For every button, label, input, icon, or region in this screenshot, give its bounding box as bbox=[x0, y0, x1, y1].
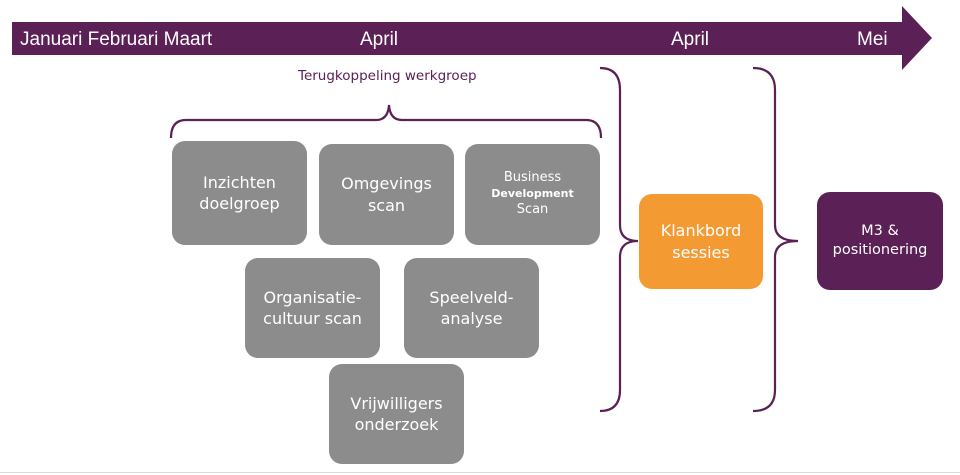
box-line: analyse bbox=[440, 309, 503, 328]
box-speelveldanalyse: Speelveld- analyse bbox=[404, 258, 539, 358]
box-line: Development bbox=[491, 187, 574, 201]
timeline-april-label: April bbox=[360, 29, 399, 50]
timeline-mei-label: Mei bbox=[857, 29, 888, 50]
bottom-divider bbox=[0, 472, 960, 473]
april-bracket bbox=[599, 66, 639, 413]
box-line: Inzichten bbox=[203, 172, 276, 192]
box-line: scan bbox=[367, 195, 406, 215]
box-line: cultuur scan bbox=[263, 309, 362, 328]
box-line: Omgevings bbox=[341, 174, 432, 194]
feedback-brace bbox=[169, 104, 603, 139]
timeline-months-label: Januari Februari Maart bbox=[20, 29, 213, 50]
box-business-development-scan: Business Development Scan bbox=[465, 144, 600, 245]
timeline-april-label-2: April bbox=[671, 29, 710, 50]
box-organisatiecultuur-scan: Organisatie- cultuur scan bbox=[245, 258, 380, 358]
box-line: doelgroep bbox=[199, 194, 280, 213]
box-line: onderzoek bbox=[354, 415, 439, 434]
mei-bracket bbox=[752, 66, 799, 413]
box-line: M3 & bbox=[861, 222, 899, 239]
box-line: sessies bbox=[672, 242, 730, 262]
box-line: Organisatie- bbox=[263, 287, 362, 307]
box-line: Klankbord bbox=[660, 221, 742, 241]
box-line: Vrijwilligers bbox=[350, 393, 443, 413]
timeline-arrow bbox=[12, 6, 932, 70]
box-klankbord-sessies: Klankbord sessies bbox=[639, 194, 763, 289]
box-inzichten-doelgroep: Inzichten doelgroep bbox=[172, 141, 307, 245]
box-line: Speelveld- bbox=[429, 287, 514, 307]
box-line: positionering bbox=[832, 242, 928, 258]
box-omgevingsscan: Omgevings scan bbox=[319, 144, 454, 245]
box-vrijwilligers-onderzoek: Vrijwilligers onderzoek bbox=[329, 364, 464, 464]
box-m3-positionering: M3 & positionering bbox=[817, 192, 943, 290]
box-line: Scan bbox=[516, 201, 549, 217]
feedback-label: Terugkoppeling werkgroep bbox=[298, 68, 477, 84]
box-line: Business bbox=[503, 170, 562, 186]
